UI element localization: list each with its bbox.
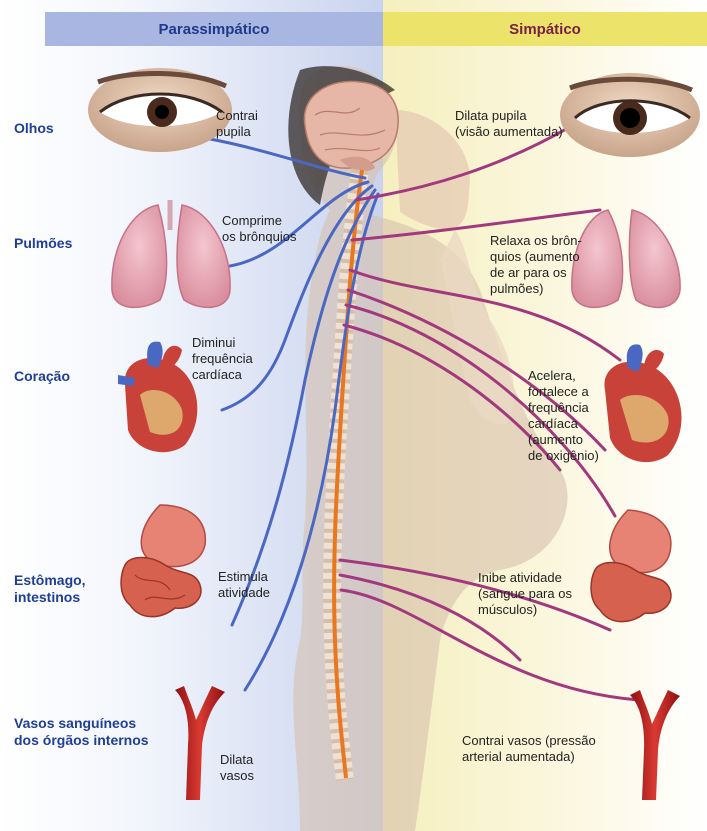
- symp-note-lungs-line: pulmões): [490, 281, 582, 297]
- para-note-eyes-line: pupila: [216, 124, 258, 140]
- para-note-lungs-line: os brônquios: [222, 229, 296, 245]
- eye-left-illustration: [88, 68, 232, 152]
- para-note-eyes: Contrai pupila: [216, 108, 258, 140]
- organ-label-lungs: Pulmões: [14, 235, 72, 252]
- organ-label-stomach-line1: Estômago,: [14, 572, 86, 589]
- organ-label-stomach: Estômago, intestinos: [14, 572, 86, 606]
- symp-note-vessels: Contrai vasos (pressão arterial aumentad…: [462, 733, 596, 765]
- symp-note-heart-line: de oxigênio): [528, 448, 599, 464]
- symp-note-lungs-line: de ar para os: [490, 265, 582, 281]
- symp-note-lungs-line: quios (aumento: [490, 249, 582, 265]
- para-note-stomach: Estimula atividade: [218, 569, 270, 601]
- symp-note-heart-line: fortalece a: [528, 384, 599, 400]
- vessel-right-illustration: [630, 690, 680, 800]
- organ-label-vessels-line2: dos órgãos internos: [14, 732, 149, 749]
- para-note-lungs: Comprime os brônquios: [222, 213, 296, 245]
- para-note-heart-line: Diminui: [192, 335, 253, 351]
- para-note-vessels: Dilata vasos: [220, 752, 254, 784]
- para-note-heart: Diminui frequência cardíaca: [192, 335, 253, 383]
- lungs-left-illustration: [112, 200, 230, 307]
- symp-note-eyes-line: (visão aumentada): [455, 124, 563, 140]
- symp-note-heart: Acelera, fortalece a frequência cardíaca…: [528, 368, 599, 464]
- organ-label-stomach-line2: intestinos: [14, 589, 86, 606]
- symp-note-stomach-line: músculos): [478, 602, 572, 618]
- para-note-lungs-line: Comprime: [222, 213, 296, 229]
- symp-note-lungs-line: Relaxa os brôn-: [490, 233, 582, 249]
- symp-note-heart-line: cardíaca: [528, 416, 599, 432]
- symp-note-stomach-line: (sangue para os: [478, 586, 572, 602]
- para-note-eyes-line: Contrai: [216, 108, 258, 124]
- symp-note-heart-line: frequência: [528, 400, 599, 416]
- symp-note-stomach: Inibe atividade (sangue para os músculos…: [478, 570, 572, 618]
- symp-note-stomach-line: Inibe atividade: [478, 570, 572, 586]
- stomach-right-illustration: [591, 510, 671, 622]
- heart-right-illustration: [604, 344, 681, 462]
- organ-label-eyes: Olhos: [14, 120, 54, 137]
- symp-note-heart-line: (aumento: [528, 432, 599, 448]
- symp-note-heart-line: Acelera,: [528, 368, 599, 384]
- symp-note-lungs: Relaxa os brôn- quios (aumento de ar par…: [490, 233, 582, 297]
- para-note-stomach-line: Estimula: [218, 569, 270, 585]
- organ-label-vessels: Vasos sanguíneos dos órgãos internos: [14, 715, 149, 749]
- para-note-vessels-line: Dilata: [220, 752, 254, 768]
- para-note-stomach-line: atividade: [218, 585, 270, 601]
- lungs-right-illustration: [572, 210, 680, 307]
- para-note-vessels-line: vasos: [220, 768, 254, 784]
- organ-label-vessels-line1: Vasos sanguíneos: [14, 715, 149, 732]
- symp-note-eyes: Dilata pupila (visão aumentada): [455, 108, 563, 140]
- symp-note-eyes-line: Dilata pupila: [455, 108, 563, 124]
- symp-note-vessels-line: Contrai vasos (pressão: [462, 733, 596, 749]
- eye-right-illustration: [560, 73, 700, 157]
- organ-label-heart: Coração: [14, 368, 70, 385]
- stomach-left-illustration: [121, 505, 205, 617]
- symp-note-vessels-line: arterial aumentada): [462, 749, 596, 765]
- vessel-left-illustration: [175, 686, 225, 800]
- heart-left-illustration: [118, 342, 197, 453]
- para-note-heart-line: frequência: [192, 351, 253, 367]
- para-note-heart-line: cardíaca: [192, 367, 253, 383]
